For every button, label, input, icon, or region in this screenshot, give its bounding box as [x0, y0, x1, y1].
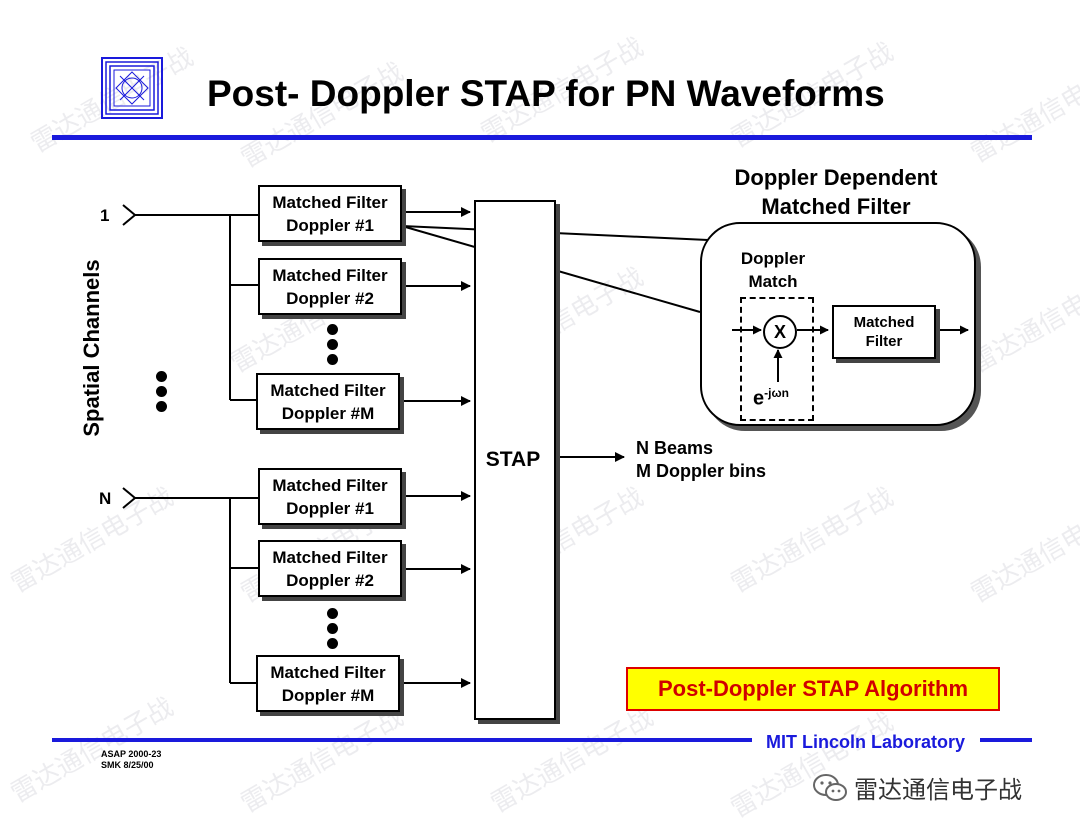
channel-n-label: N: [99, 489, 112, 508]
doppler-phasor-label: e-jωn: [753, 386, 789, 410]
filter-ellipsis-dot: [327, 324, 338, 335]
channel-ellipsis-dot: [156, 371, 167, 382]
filter-ellipsis-dot: [327, 339, 338, 350]
stap-label: STAP: [485, 448, 541, 471]
channel-ellipsis-dot: [156, 386, 167, 397]
wechat-icon: [813, 773, 847, 801]
wechat-name: 雷达通信电子战: [854, 777, 1022, 804]
multiplier-node: X: [763, 315, 797, 349]
filter-ellipsis-dot: [327, 623, 338, 634]
doppler-match-box: [740, 297, 814, 421]
channel-ellipsis-dot: [156, 401, 167, 412]
stap-output-label: N Beams M Doppler bins: [636, 438, 766, 481]
doppler-match-label: Doppler Match: [740, 249, 806, 291]
stap-block: [474, 200, 556, 720]
lincoln-lab-logo: [100, 56, 164, 120]
title-divider: [52, 135, 1032, 140]
footer-divider: [52, 738, 752, 742]
filter-ellipsis-dot: [327, 354, 338, 365]
inset-title: Doppler Dependent Matched Filter: [734, 165, 938, 219]
filter-ellipsis-dot: [327, 638, 338, 649]
filter-ellipsis-dot: [327, 608, 338, 619]
algorithm-label: Post-Doppler STAP Algorithm: [626, 667, 1000, 711]
page-title: Post- Doppler STAP for PN Waveforms: [207, 73, 885, 114]
lab-name: MIT Lincoln Laboratory: [766, 732, 966, 752]
slide-footer-id: ASAP 2000-23 SMK 8/25/00: [101, 749, 162, 770]
wechat-attribution: 雷达通信电子战: [812, 770, 1022, 805]
footer-divider: [980, 738, 1032, 742]
channel-1-label: 1: [100, 206, 110, 225]
